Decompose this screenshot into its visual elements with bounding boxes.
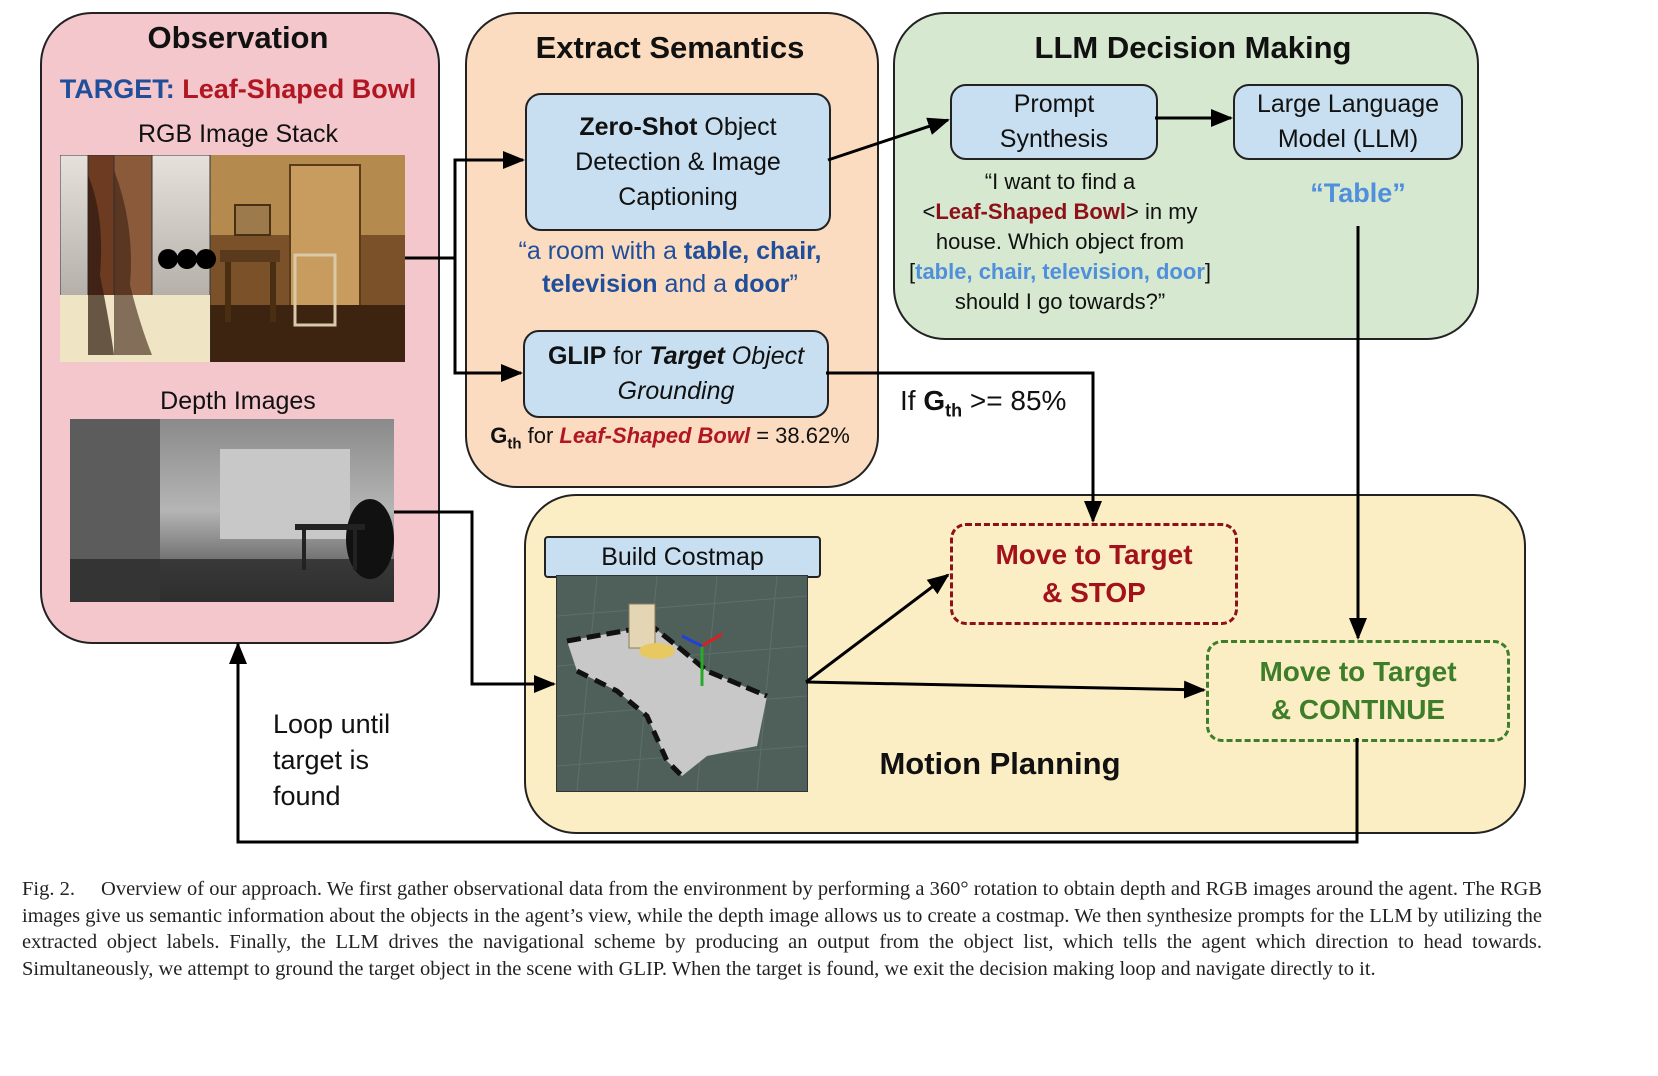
zero-shot-rest: Object xyxy=(697,112,777,141)
scene-caption-text: “a room with a table, chair, television … xyxy=(465,235,875,301)
gth-object: Leaf-Shaped Bowl xyxy=(559,423,751,448)
prompt-q-pre: < xyxy=(922,199,936,224)
prompt-q-list-pre: [ xyxy=(909,259,916,284)
loop-label: Loop until target is found xyxy=(273,706,390,814)
gth-for: for xyxy=(521,423,560,448)
llm-model-box: Large Language Model (LLM) xyxy=(1233,84,1463,160)
prompt-q-list-post: ] xyxy=(1204,259,1211,284)
prompt-q-line5: should I go towards?” xyxy=(954,289,1166,314)
prompt-line1: Prompt xyxy=(1013,90,1095,118)
continue-line1: Move to Target xyxy=(1259,656,1457,687)
prompt-q-object: Leaf-Shaped Bowl xyxy=(935,199,1126,224)
figure-caption: Fig. 2.Overview of our approach. We firs… xyxy=(22,876,1542,982)
zero-shot-line2: Detection & Image xyxy=(575,147,781,176)
caption-end: ” xyxy=(789,270,798,298)
threshold-condition: If Gth >= 85% xyxy=(900,385,1066,422)
move-to-target-continue-box: Move to Target & CONTINUE xyxy=(1206,640,1510,742)
caption-number: Fig. 2. xyxy=(22,878,76,900)
prompt-example-text: “I want to find a <Leaf-Shaped Bowl> in … xyxy=(900,167,1220,317)
motion-planning-title: Motion Planning xyxy=(879,746,1121,781)
caption-television: television xyxy=(542,270,658,298)
depth-image xyxy=(70,419,394,602)
llm-answer: “Table” xyxy=(1310,178,1406,208)
stop-line1: Move to Target xyxy=(995,539,1193,570)
rgb-stack-label: RGB Image Stack xyxy=(137,120,339,148)
loop-line3: found xyxy=(273,781,341,811)
llm-title: LLM Decision Making xyxy=(1034,30,1352,65)
condition-g: G xyxy=(923,385,946,416)
gth-value: = 38.62% xyxy=(750,423,850,448)
depth-image-graphic xyxy=(70,419,394,602)
costmap-image xyxy=(556,575,808,792)
gth-sub: th xyxy=(507,435,522,453)
zero-shot-line1: Zero-Shot Object xyxy=(527,110,829,145)
arrow-costmap-to-continue xyxy=(805,680,1206,699)
observation-title: Observation xyxy=(147,20,329,55)
arrow-rgb-to-glip xyxy=(453,258,523,382)
glip-object: Object xyxy=(724,342,805,370)
glip-line2: Grounding xyxy=(617,377,735,405)
prompt-synthesis-box: Prompt Synthesis xyxy=(950,84,1158,160)
condition-sub: th xyxy=(945,400,963,421)
depth-images-label: Depth Images xyxy=(160,387,316,415)
target-prefix: TARGET: xyxy=(59,74,175,104)
arrow-loop-back xyxy=(229,642,1359,844)
llm-decision-panel xyxy=(893,12,1479,340)
target-name: Leaf-Shaped Bowl xyxy=(182,74,417,104)
caption-and: and a xyxy=(657,270,734,298)
gth-score: Gth for Leaf-Shaped Bowl = 38.62% xyxy=(465,423,875,452)
continue-line2: & CONTINUE xyxy=(1270,694,1446,725)
arrow-costmap-to-stop xyxy=(805,573,950,684)
arrow-detection-to-prompt xyxy=(827,117,950,162)
prompt-q-post: > in my xyxy=(1126,199,1198,224)
condition-if: If xyxy=(900,385,924,416)
glip-grounding-box: GLIP for Target Object Grounding xyxy=(523,330,829,418)
gth-g: G xyxy=(490,423,508,448)
arrow-depth-to-costmap xyxy=(394,510,556,693)
arrow-rgb-to-detection xyxy=(405,151,525,260)
zero-shot-line3: Captioning xyxy=(618,182,738,211)
rgb-image-stack-graphic xyxy=(60,155,405,362)
rgb-image-stack xyxy=(60,155,405,362)
prompt-q-line3: house. Which object from xyxy=(935,229,1185,254)
model-line2: Model (LLM) xyxy=(1277,125,1419,153)
loop-line1: Loop until xyxy=(273,709,391,739)
loop-line2: target is xyxy=(273,745,370,775)
model-line1: Large Language xyxy=(1256,90,1440,118)
prompt-q-line1: “I want to find a xyxy=(984,169,1136,194)
move-to-target-stop-box: Move to Target & STOP xyxy=(950,523,1238,625)
caption-door: door xyxy=(733,270,790,298)
target-label: TARGET: Leaf-Shaped Bowl xyxy=(40,74,436,105)
glip-line1: GLIP for Target Object xyxy=(525,339,827,374)
caption-objects: table, chair, xyxy=(683,237,822,265)
build-costmap-label: Build Costmap xyxy=(544,536,821,578)
arrow-glip-to-stop xyxy=(826,371,1102,523)
glip-bold: GLIP xyxy=(547,342,607,370)
caption-pre: “a room with a xyxy=(518,237,684,265)
prompt-line2: Synthesis xyxy=(999,125,1109,153)
costmap-label-text: Build Costmap xyxy=(601,542,764,571)
prompt-q-list: table, chair, television, door xyxy=(915,259,1205,284)
condition-rest: >= 85% xyxy=(962,385,1067,416)
stop-line2: & STOP xyxy=(1042,577,1146,608)
costmap-graphic xyxy=(557,576,807,791)
zero-shot-detection-box: Zero-Shot Object Detection & Image Capti… xyxy=(525,93,831,231)
extract-title: Extract Semantics xyxy=(535,30,805,65)
glip-for: for xyxy=(606,342,650,370)
glip-target: Target xyxy=(649,342,725,370)
zero-shot-bold: Zero-Shot xyxy=(579,112,698,141)
flow-arrows xyxy=(229,109,1367,844)
caption-text: Overview of our approach. We first gathe… xyxy=(22,878,1542,980)
